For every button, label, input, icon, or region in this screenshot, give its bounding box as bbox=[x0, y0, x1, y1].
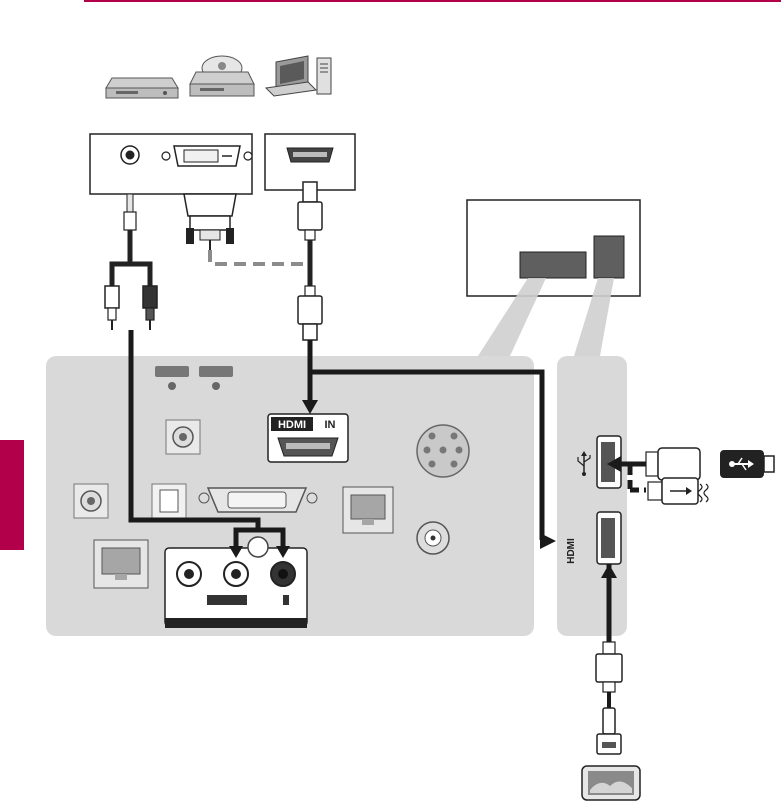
pc-output-panel bbox=[90, 134, 252, 194]
dvi-plug bbox=[184, 194, 236, 250]
lan-port-left bbox=[94, 540, 148, 588]
audio-jack-panel-1 bbox=[166, 420, 200, 454]
hdmi-in-suffix: IN bbox=[325, 419, 336, 431]
dvi-hdmi-adapter-cable bbox=[210, 250, 306, 264]
rca-plug-red bbox=[143, 286, 157, 330]
desktop-tower-icon bbox=[317, 58, 331, 94]
av-input-block bbox=[165, 548, 307, 628]
audio-jack-panel-2 bbox=[74, 484, 108, 518]
dvd-player-icon bbox=[106, 78, 178, 98]
av-jack-red bbox=[271, 562, 295, 586]
tv-back-callout bbox=[467, 200, 640, 356]
usb-drive-black-icon bbox=[720, 450, 774, 478]
blu-ray-player-icon bbox=[190, 56, 254, 96]
hdmi-in-label: HDMI bbox=[278, 419, 306, 431]
av-jack-white bbox=[177, 562, 201, 586]
tv-side-panel: HDMI bbox=[557, 356, 627, 636]
tv-rear-panel: HDMI IN bbox=[46, 356, 534, 636]
av-jack-video bbox=[224, 562, 248, 586]
hdmi-cable-source bbox=[298, 182, 322, 340]
lan-port-right bbox=[343, 487, 393, 533]
usb-stick-icon bbox=[646, 448, 700, 480]
optical-port bbox=[152, 484, 186, 518]
antenna-port bbox=[417, 522, 449, 554]
rca-plug-white bbox=[105, 286, 119, 330]
side-hdmi-port bbox=[597, 512, 621, 564]
rgb-din-port bbox=[417, 425, 469, 477]
hdmi-in-port: HDMI IN bbox=[268, 414, 348, 462]
side-hdmi-label: HDMI bbox=[566, 538, 577, 564]
audio-cable bbox=[105, 194, 157, 330]
smartphone-icon bbox=[582, 766, 640, 800]
laptop-icon bbox=[266, 56, 316, 96]
audio-out-jack bbox=[121, 146, 139, 164]
usb-cable-icon bbox=[648, 478, 708, 504]
